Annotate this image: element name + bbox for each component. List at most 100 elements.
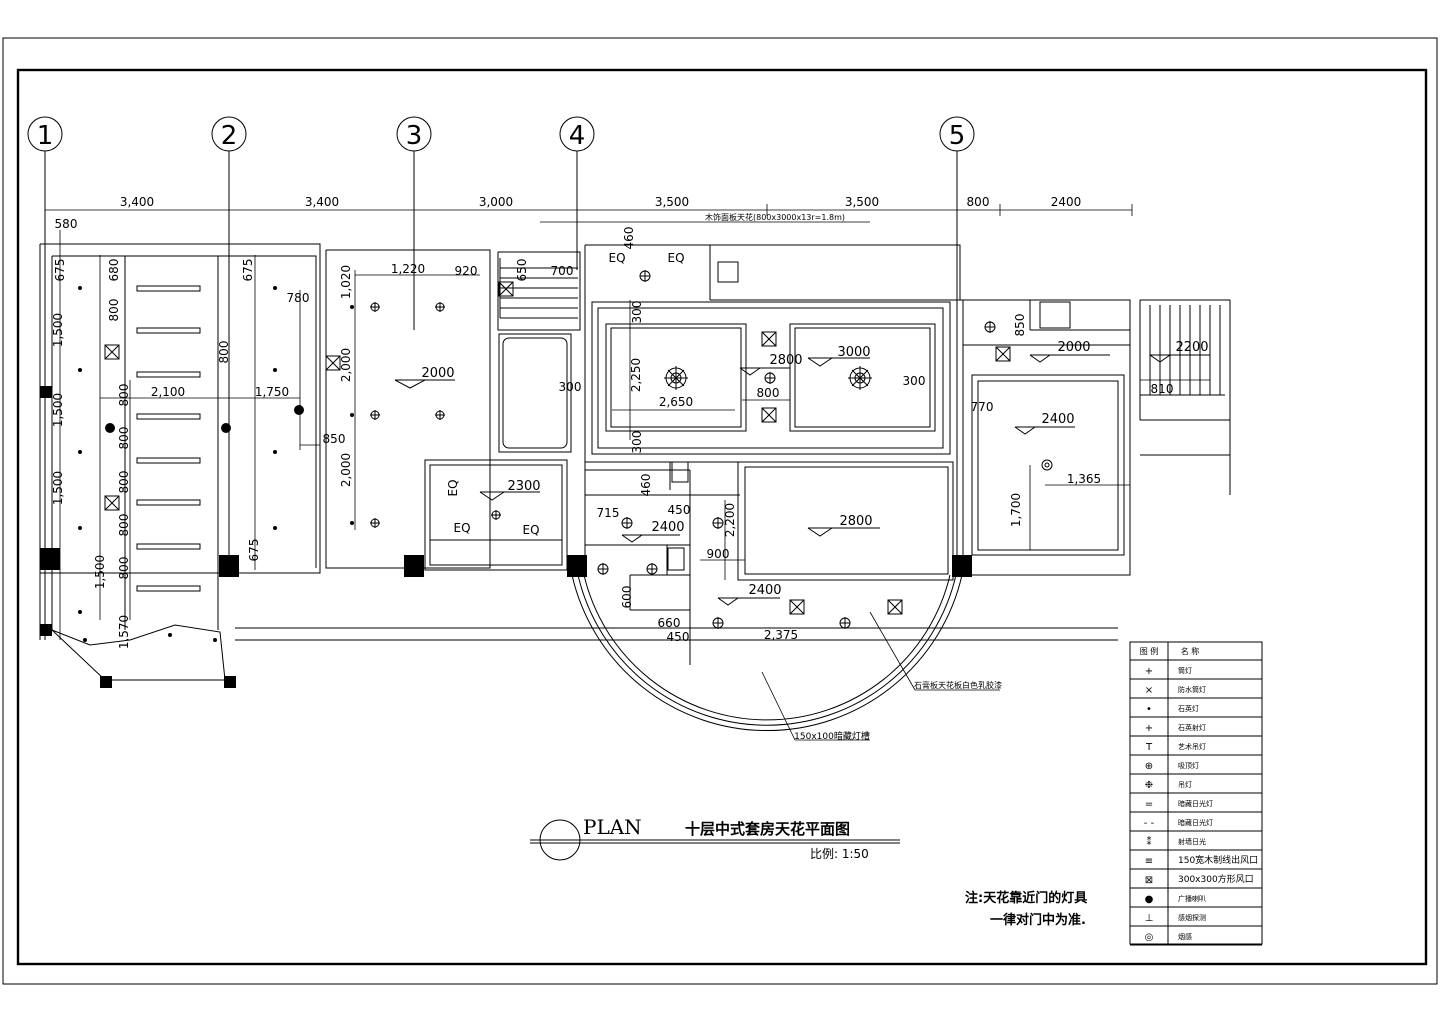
dim-680: 680: [107, 259, 121, 282]
interior-dimension-lines: [59, 230, 1210, 641]
leader-callouts: 石膏板天花板白色乳胶漆 150x100暗藏灯槽: [761, 611, 1002, 742]
legend-row-label: 射墙日光: [1178, 837, 1206, 846]
dim-1750: 1,750: [255, 385, 289, 399]
legend-symbol-icon: ❉: [1145, 780, 1153, 791]
axis-label-1: 1: [37, 121, 54, 151]
top-dim-5: 3,500: [845, 195, 879, 209]
dim-810: 810: [1151, 382, 1174, 396]
legend-symbol-icon: ⊥: [1145, 913, 1154, 924]
dim-675b: 675: [241, 259, 255, 282]
dim-300b: 300: [559, 380, 582, 394]
inner-border: [16, 68, 1428, 966]
top-dimension-chain: 3,400 3,400 3,000 3,500 3,500 800 2400 木…: [44, 195, 1133, 223]
dim-1020: 1,020: [339, 265, 353, 299]
outer-border: [2, 37, 1438, 985]
dim-2200: 2,200: [723, 503, 737, 537]
dim-800a: 800: [107, 299, 121, 322]
dim-1220: 1,220: [391, 262, 425, 276]
dimension-labels: 580 675 680 1,500 800 800 1,500 800 800 …: [51, 217, 1209, 649]
dim-800c: 800: [117, 384, 131, 407]
dim-2400c: 2400: [1041, 412, 1074, 427]
dim-715: 715: [597, 506, 620, 520]
dim-800g: 800: [117, 557, 131, 580]
dim-780: 780: [287, 291, 310, 305]
dim-770: 770: [971, 400, 994, 414]
dim-460b: 460: [639, 474, 653, 497]
dim-900: 900: [707, 547, 730, 561]
legend-symbol-icon: +: [1145, 723, 1153, 734]
dim-450b: 450: [667, 630, 690, 644]
legend-row-label: 筒灯: [1178, 666, 1192, 675]
dim-300c: 300: [903, 374, 926, 388]
dim-460a: 460: [622, 227, 636, 250]
dim-2000a: 2,000: [339, 348, 353, 382]
dim-800e: 800: [117, 471, 131, 494]
dim-2000c: 2000: [1057, 340, 1090, 355]
air-diffusers: [104, 261, 1011, 615]
structural-columns: [40, 386, 972, 688]
title-plan: PLAN: [583, 815, 642, 839]
eq-4: EQ: [453, 521, 470, 535]
legend-symbol-icon: ◎: [1145, 932, 1154, 943]
dim-2250: 2,250: [629, 358, 643, 392]
drawing-title: PLAN 十层中式套房天花平面图 比例: 1:50: [530, 815, 900, 861]
legend-row-label: 烟感: [1178, 932, 1192, 941]
legend-row-label: 吸顶灯: [1178, 761, 1199, 770]
dim-300a: 300: [630, 301, 644, 324]
downlights: [370, 270, 1053, 629]
dim-920: 920: [455, 264, 478, 278]
eq-5: EQ: [522, 523, 539, 537]
dim-1500a: 1,500: [51, 313, 65, 347]
chandeliers: [664, 366, 872, 390]
dim-650: 650: [515, 259, 529, 282]
legend-row-label: 防水筒灯: [1178, 685, 1206, 694]
dim-2100: 2,100: [151, 385, 185, 399]
note-line-1: 注:天花靠近门的灯具: [965, 890, 1087, 906]
dim-2650: 2,650: [659, 395, 693, 409]
building-walls: [39, 243, 1131, 665]
note-line-2: 一律对门中为准.: [990, 912, 1086, 928]
dim-580: 580: [55, 217, 78, 231]
curved-bay: [571, 574, 963, 732]
top-dim-6: 800: [967, 195, 990, 209]
dim-2000lvl: 2000: [421, 366, 454, 381]
legend-row-label: 广播喇叭: [1178, 894, 1206, 903]
dim-800h: 800: [757, 386, 780, 400]
top-dim-7: 2400: [1051, 195, 1082, 209]
title-name: 十层中式套房天花平面图: [685, 820, 850, 838]
axis-label-4: 4: [569, 121, 586, 151]
legend-symbol-icon: T: [1145, 742, 1153, 753]
arc-ceiling-note: 石膏板天花板白色乳胶漆: [914, 680, 1002, 690]
legend-header-symbol: 图 例: [1140, 646, 1159, 656]
legend-symbol-icon: ⁑: [1147, 835, 1152, 848]
dim-2375: 2,375: [764, 628, 798, 642]
dim-3000: 3000: [837, 345, 870, 360]
dim-2300: 2300: [507, 479, 540, 494]
legend-symbol-icon: =: [1145, 799, 1153, 810]
dim-850a: 850: [323, 432, 346, 446]
dim-300d: 300: [630, 431, 644, 454]
legend-symbol-icon: ●: [1145, 894, 1154, 905]
legend-symbol-icon: - -: [1144, 818, 1155, 829]
axis-label-5: 5: [949, 121, 966, 151]
axis-label-2: 2: [221, 121, 238, 151]
legend-symbol-icon: ≡: [1145, 856, 1153, 867]
legend-row-label: 吊灯: [1178, 780, 1192, 789]
legend-symbol-icon: ×: [1145, 685, 1153, 696]
legend-header-name: 名 称: [1181, 646, 1200, 656]
top-dim-3: 3,000: [479, 195, 513, 209]
legend-row-label: 暗藏日光灯: [1178, 799, 1213, 808]
top-note: 木饰面板天花(800x3000x13r=1.8m): [705, 212, 845, 222]
legend-row-label: 300x300方形风口: [1178, 873, 1254, 885]
corridor-beams: [51, 256, 226, 681]
dim-1500d: 1,500: [93, 555, 107, 589]
quartz-lights: [78, 286, 354, 642]
eq-3: EQ: [446, 479, 460, 496]
legend-row-label: 石英灯: [1178, 704, 1199, 713]
dim-1365: 1,365: [1067, 472, 1101, 486]
dim-1700: 1,700: [1009, 493, 1023, 527]
dim-800d: 800: [117, 427, 131, 450]
axis-bubbles: 1 2 3 4 5: [27, 116, 975, 152]
